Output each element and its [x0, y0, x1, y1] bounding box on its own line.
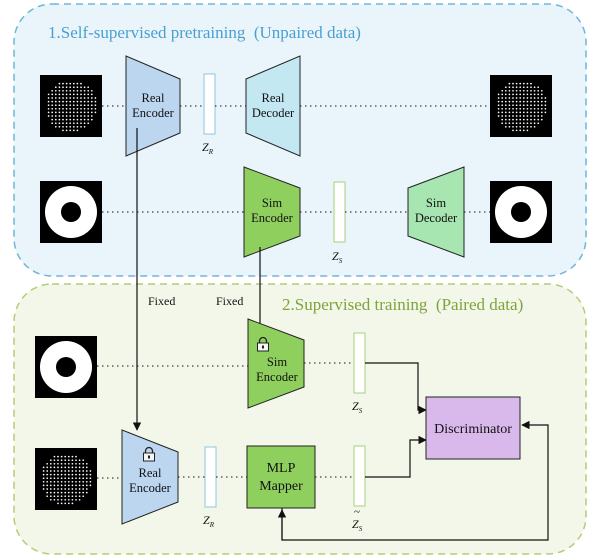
- fixed-label-left: Fixed: [148, 294, 175, 308]
- sim-decoder-block: [407, 166, 465, 258]
- discriminator-block: [425, 396, 521, 460]
- real-encoder-locked-block: [121, 429, 179, 525]
- arrow-zs-tilde-to-discriminator: [365, 435, 427, 478]
- latent-zs-tilde: [353, 445, 366, 507]
- mlp-mapper-label-line1: MLP: [267, 461, 296, 476]
- speckle-pattern-image: [40, 75, 102, 137]
- latent-zr-top: [203, 73, 216, 135]
- latent-zr-top-label: ZR: [202, 140, 214, 156]
- latent-zs-top: [333, 181, 346, 243]
- real-encoder-label-line2: Encoder: [132, 106, 174, 120]
- sim-decoder-label-line1: Sim: [426, 196, 446, 210]
- arrow-zs-to-discriminator: [365, 362, 427, 415]
- real-decoder-block: [245, 55, 301, 157]
- sim-decoder-label-line2: Decoder: [415, 211, 458, 225]
- sim-encoder-locked-label-line1: Sim: [267, 355, 287, 369]
- discriminator-label: Discriminator: [434, 422, 512, 437]
- real-decoder-label-line2: Decoder: [252, 106, 295, 120]
- sim-encoder-block: [243, 166, 301, 258]
- mlp-mapper-block: [246, 445, 316, 509]
- latent-zs-tilde-label: ZS: [352, 517, 363, 533]
- section1-title: 1.Self-supervised pretraining (Unpaired …: [48, 23, 361, 42]
- section2-title: 2.Supervised training (Paired data): [282, 295, 523, 314]
- ring-pattern-image: [35, 336, 97, 398]
- lock-icon: [143, 446, 155, 462]
- real-decoder-label-line1: Real: [262, 91, 285, 105]
- sim-encoder-label-line1: Sim: [262, 196, 282, 210]
- latent-zr-bottom-label: ZR: [203, 513, 215, 529]
- sim-encoder-locked-label-line2: Encoder: [256, 370, 298, 384]
- fixed-label-right: Fixed: [216, 294, 243, 308]
- latent-zr-bottom: [204, 446, 217, 508]
- real-encoder-locked-label-line2: Encoder: [129, 481, 171, 495]
- speckle-pattern-image: [35, 448, 97, 510]
- ring-pattern-image: [490, 181, 552, 243]
- real-encoder-locked-label-line1: Real: [139, 466, 162, 480]
- speckle-pattern-image: [490, 75, 552, 137]
- latent-zs-mid: [353, 332, 366, 394]
- latent-zs-top-label: ZS: [332, 249, 343, 265]
- ring-pattern-image: [40, 181, 102, 243]
- lock-icon: [257, 336, 269, 352]
- real-encoder-block: [125, 55, 181, 157]
- latent-zs-mid-label: ZS: [352, 399, 363, 415]
- latent-zs-tilde-accent: ~: [354, 506, 360, 518]
- sim-encoder-locked-block: [247, 318, 305, 409]
- sim-encoder-label-line2: Encoder: [251, 211, 293, 225]
- mlp-mapper-label-line2: Mapper: [259, 479, 303, 494]
- real-encoder-label-line1: Real: [142, 91, 165, 105]
